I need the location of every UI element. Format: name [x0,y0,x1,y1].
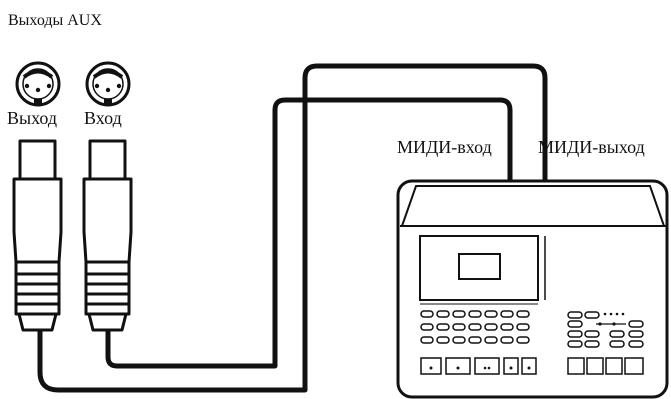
port-in-label: Вход [84,108,122,128]
din-plug-right-icon [82,139,133,332]
din-plug-left-icon [12,139,63,332]
midi-in-label: МИДИ-вход [397,137,492,157]
midi-cable-inner [105,97,513,369]
midi-sequencer-device-icon [396,179,669,399]
midi-cable-outer [37,63,548,393]
midi-out-label: МИДИ-выход [538,137,645,157]
din-socket-in-icon [85,61,131,107]
din-socket-out-icon [15,61,61,107]
aux-outputs-title: Выходы AUX [8,12,102,29]
port-out-label: Выход [7,108,58,128]
